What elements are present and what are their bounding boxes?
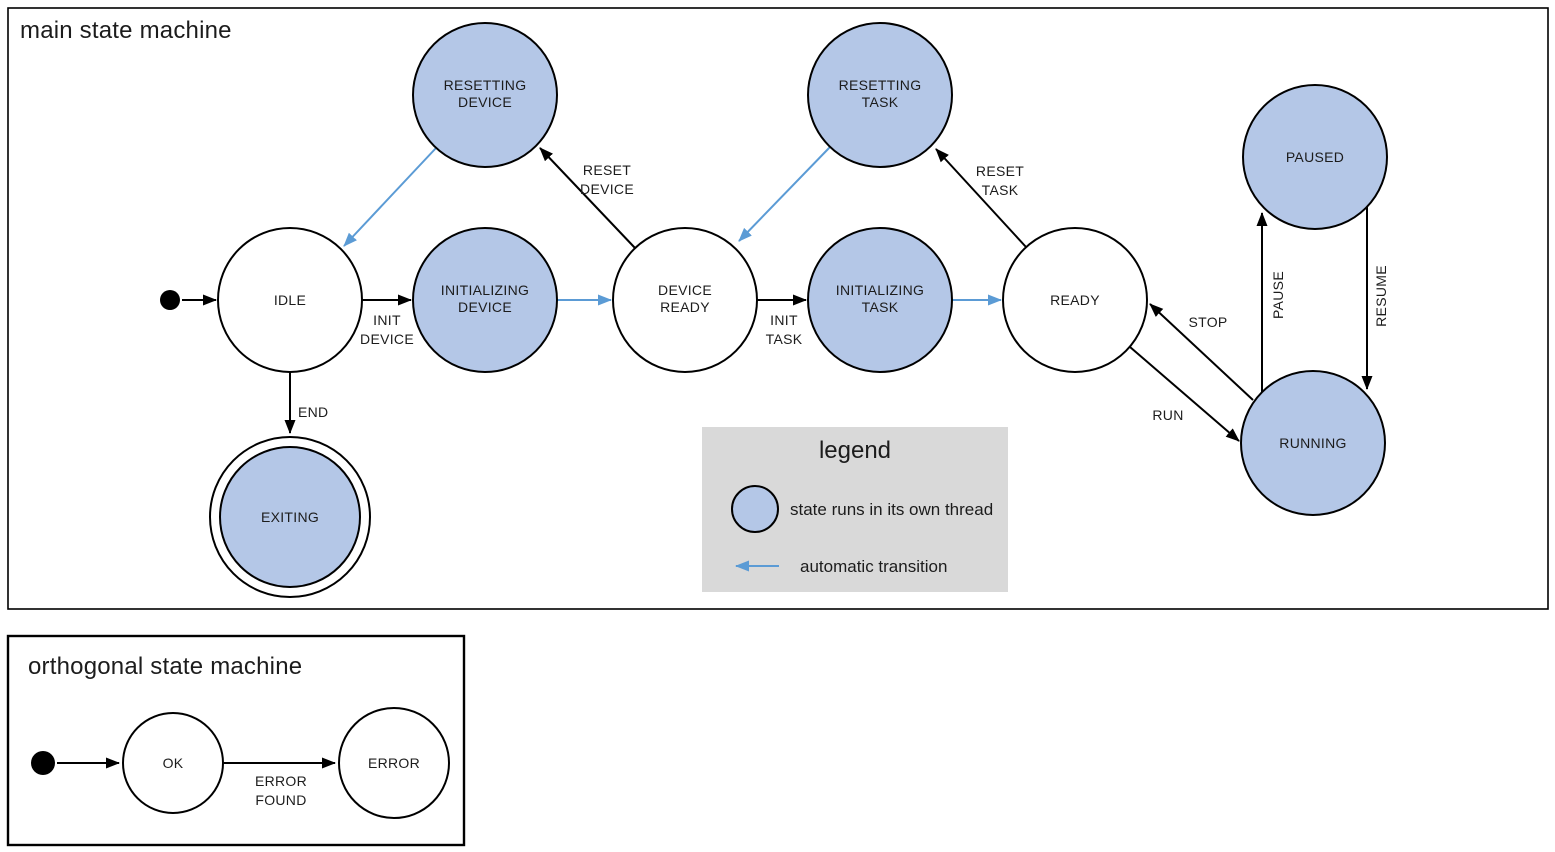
- edge-label-reset-task: TASK: [982, 182, 1019, 198]
- legend-item-label: automatic transition: [800, 557, 947, 576]
- state-idle-circle: [217, 227, 363, 373]
- state-ready-circle: [1002, 227, 1148, 373]
- state-initializing-task-circle: [807, 227, 953, 373]
- edge-label-init-task: TASK: [766, 331, 803, 347]
- state-ok: OK: [122, 712, 224, 814]
- initial-main-dot: [160, 290, 180, 310]
- state-device-ready-label: DEVICE: [658, 282, 712, 298]
- state-running-circle: [1240, 370, 1386, 516]
- state-error-circle: [338, 707, 450, 819]
- state-initializing-device-circle: [412, 227, 558, 373]
- state-initializing-device-label: DEVICE: [458, 299, 512, 315]
- edge-label-run: RUN: [1152, 407, 1183, 423]
- initial-state-dots: [31, 290, 180, 775]
- state-resetting-device-label: DEVICE: [458, 94, 512, 110]
- edge-label-resume: RESUME: [1373, 265, 1389, 327]
- edge-label-reset-device: DEVICE: [580, 181, 634, 197]
- state-resetting-task-circle: [807, 22, 953, 168]
- edge-label-reset-device: RESET: [583, 162, 631, 178]
- state-paused: PAUSED: [1242, 84, 1388, 230]
- state-paused-label: PAUSED: [1286, 149, 1344, 165]
- state-error-label: ERROR: [368, 755, 420, 771]
- edge-reset-device: [539, 147, 636, 249]
- state-nodes: IDLERESETTINGDEVICEINITIALIZINGDEVICEDEV…: [122, 22, 1388, 819]
- state-resetting-device-label: RESETTING: [444, 77, 527, 93]
- legend-title: legend: [819, 437, 891, 464]
- state-initializing-task-label: INITIALIZING: [836, 282, 924, 298]
- state-idle-label: IDLE: [274, 292, 306, 308]
- edge-label-init-device: INIT: [373, 312, 401, 328]
- edge-label-init-device: DEVICE: [360, 331, 414, 347]
- edge-auto-resetdevice-idle: [343, 147, 437, 247]
- state-exiting-circle: [219, 446, 361, 588]
- edge-label-reset-task: RESET: [976, 163, 1024, 179]
- state-resetting-task-label: RESETTING: [839, 77, 922, 93]
- edge-label-pause: PAUSE: [1270, 271, 1286, 319]
- state-ready: READY: [1002, 227, 1148, 373]
- edge-auto-resettask-deviceready: [738, 146, 831, 242]
- state-initializing-device-label: INITIALIZING: [441, 282, 529, 298]
- state-initializing-task-label: TASK: [862, 299, 899, 315]
- legend-thread-state-icon: [731, 485, 779, 533]
- state-running: RUNNING: [1240, 370, 1386, 516]
- state-ready-label: READY: [1050, 292, 1100, 308]
- container-orthogonal-title: orthogonal state machine: [28, 653, 302, 680]
- state-running-label: RUNNING: [1279, 435, 1346, 451]
- edge-label-error-found: ERROR: [255, 773, 307, 789]
- initial-orthogonal-dot: [31, 751, 55, 775]
- state-error: ERROR: [338, 707, 450, 819]
- edge-label-stop: STOP: [1188, 314, 1227, 330]
- edge-stop: [1149, 303, 1254, 401]
- state-ok-label: OK: [163, 755, 184, 771]
- edge-label-error-found: FOUND: [255, 792, 306, 808]
- state-exiting-label: EXITING: [261, 509, 319, 525]
- container-main-title: main state machine: [20, 17, 232, 44]
- state-device-ready-circle: [612, 227, 758, 373]
- edge-label-init-task: INIT: [770, 312, 798, 328]
- state-ok-circle: [122, 712, 224, 814]
- state-idle: IDLE: [217, 227, 363, 373]
- edge-label-end: END: [298, 404, 328, 420]
- state-device-ready-label: READY: [660, 299, 710, 315]
- legend-box: legend state runs in its own thread automa…: [702, 427, 1008, 592]
- edge-labels: INIT DEVICE RESET DEVICE INIT TASK RESET TASK RU…: [255, 162, 1389, 808]
- state-resetting-task-label: TASK: [862, 94, 899, 110]
- edge-run: [1129, 346, 1240, 442]
- state-resetting-device-circle: [412, 22, 558, 168]
- transition-edges: [57, 146, 1373, 769]
- legend-item-label: state runs in its own thread: [790, 500, 993, 519]
- edge-reset-task: [935, 148, 1027, 248]
- state-exiting: EXITING: [209, 436, 371, 598]
- state-paused-circle: [1242, 84, 1388, 230]
